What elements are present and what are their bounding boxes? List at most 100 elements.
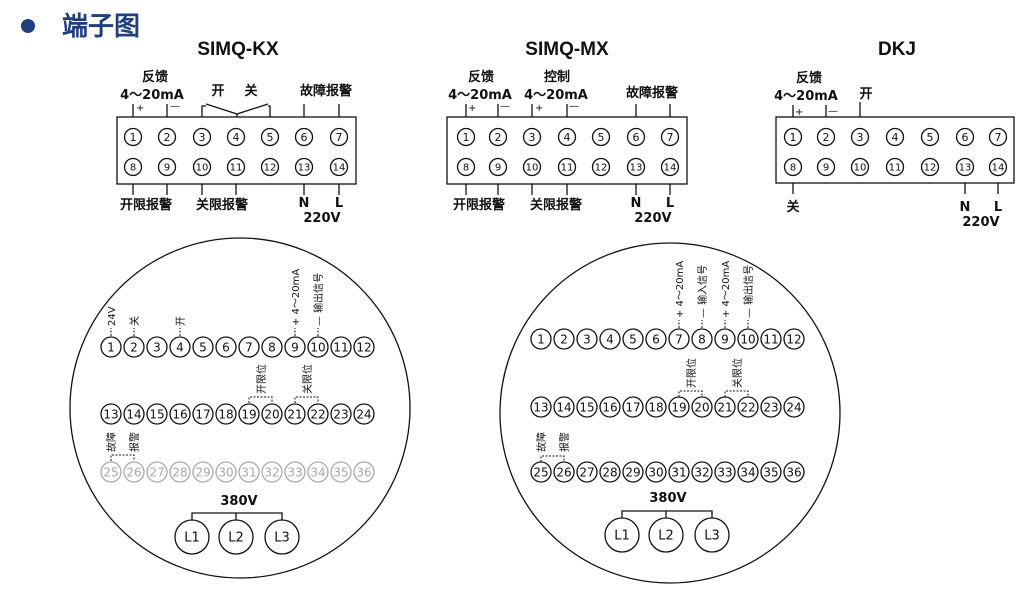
terminal-pin: 28 <box>169 461 191 483</box>
terminal-pin: 11 <box>885 157 905 177</box>
pin-circle <box>645 461 667 483</box>
pin-circle <box>557 157 577 177</box>
terminal-pin: 22 <box>307 403 329 425</box>
pin-circle <box>123 157 143 177</box>
pin-number: 10 <box>526 163 539 174</box>
pin-circle <box>330 461 352 483</box>
pin-number: 4 <box>606 332 614 346</box>
terminal-pin: 7 <box>238 336 260 358</box>
pin-number: 2 <box>560 332 568 346</box>
pin-circle <box>307 336 329 358</box>
pin-number: 13 <box>959 163 972 174</box>
right-housing-outline <box>499 242 841 584</box>
pin-circle <box>576 396 598 418</box>
terminal-pin: 1 <box>123 127 143 147</box>
pin-number: L3 <box>704 529 720 544</box>
terminal-pin: 23 <box>330 403 352 425</box>
pin-circle <box>885 127 905 147</box>
pin-number: 16 <box>602 400 617 414</box>
pin-circle <box>553 461 575 483</box>
terminal-pin: 4 <box>169 336 191 358</box>
kx-n-label: N <box>299 196 310 211</box>
terminal-pin: L2 <box>648 517 684 553</box>
rr-out-range-label: + 4～20mA <box>721 261 732 318</box>
pin-number: 11 <box>230 163 243 174</box>
pin-number: 12 <box>264 163 277 174</box>
terminal-pin: 6 <box>294 127 314 147</box>
terminal-pin: 13 <box>294 157 314 177</box>
pin-circle <box>737 461 759 483</box>
kx-range-label: 4～20mA <box>120 88 184 103</box>
pin-circle <box>294 127 314 147</box>
pin-number: 35 <box>333 465 348 479</box>
pin-circle <box>691 396 713 418</box>
pin-circle <box>260 127 280 147</box>
pin-circle <box>215 461 237 483</box>
kx-plus: + <box>136 103 144 114</box>
terminal-pin: 22 <box>737 396 759 418</box>
kx-l-label: L <box>335 196 343 211</box>
terminal-pin: 32 <box>261 461 283 483</box>
pin-number: 10 <box>854 163 867 174</box>
pin-number: 5 <box>629 332 637 346</box>
rl-voltage: 380V <box>220 494 257 509</box>
terminal-pin: 5 <box>920 127 940 147</box>
pin-circle <box>557 127 577 147</box>
pin-number: 9 <box>721 332 729 346</box>
pin-number: 28 <box>602 465 617 479</box>
pin-number: 34 <box>740 465 755 479</box>
pin-number: 11 <box>889 163 902 174</box>
pin-circle <box>760 396 782 418</box>
pin-circle <box>192 127 212 147</box>
mx-fault-alarm-label: 故障报警 <box>626 85 678 101</box>
pin-number: 20 <box>694 400 709 414</box>
pin-circle <box>456 157 476 177</box>
pin-circle <box>456 127 476 147</box>
terminal-pin: 26 <box>553 461 575 483</box>
rl-24v-label: 24V <box>107 306 118 326</box>
pin-number: 32 <box>694 465 709 479</box>
pin-number: 12 <box>356 340 371 354</box>
pin-circle <box>576 461 598 483</box>
terminal-pin: 30 <box>645 461 667 483</box>
terminal-pin: 31 <box>238 461 260 483</box>
terminal-pin: 9 <box>488 157 508 177</box>
terminal-pin: 24 <box>353 403 375 425</box>
terminal-pin: 31 <box>668 461 690 483</box>
pin-number: 8 <box>698 332 706 346</box>
pin-number: 3 <box>529 131 536 144</box>
pin-circle <box>146 461 168 483</box>
dkj-terminal-box <box>775 116 1015 184</box>
pin-circle <box>737 328 759 350</box>
terminal-pin: 7 <box>988 127 1008 147</box>
pin-number: 9 <box>164 163 170 174</box>
pin-number: 1 <box>537 332 545 346</box>
mx-close-limit-alarm: 关限报警 <box>530 197 582 213</box>
pin-number: 33 <box>287 465 302 479</box>
pin-circle <box>553 396 575 418</box>
pin-circle <box>284 461 306 483</box>
terminal-pin: 1 <box>783 127 803 147</box>
pin-number: 16 <box>172 407 187 421</box>
pin-number: 27 <box>579 465 594 479</box>
pin-number: 18 <box>218 407 233 421</box>
pin-circle <box>645 396 667 418</box>
dkj-minus: — <box>828 106 838 117</box>
terminal-pin: 15 <box>146 403 168 425</box>
pin-number: 23 <box>333 407 348 421</box>
pin-number: 13 <box>533 400 548 414</box>
pin-circle <box>553 328 575 350</box>
pin-circle <box>226 157 246 177</box>
kx-fault-alarm-label: 故障报警 <box>300 83 352 99</box>
terminal-pin: 34 <box>737 461 759 483</box>
kx-terminal-box <box>116 116 357 185</box>
terminal-pin: 5 <box>622 328 644 350</box>
terminal-pin: 4 <box>599 328 621 350</box>
terminal-pin: 8 <box>691 328 713 350</box>
pin-circle <box>123 336 145 358</box>
pin-circle <box>591 157 611 177</box>
terminal-pin: 6 <box>955 127 975 147</box>
pin-number: 4 <box>892 131 899 144</box>
dkj-title: DKJ <box>878 39 916 60</box>
